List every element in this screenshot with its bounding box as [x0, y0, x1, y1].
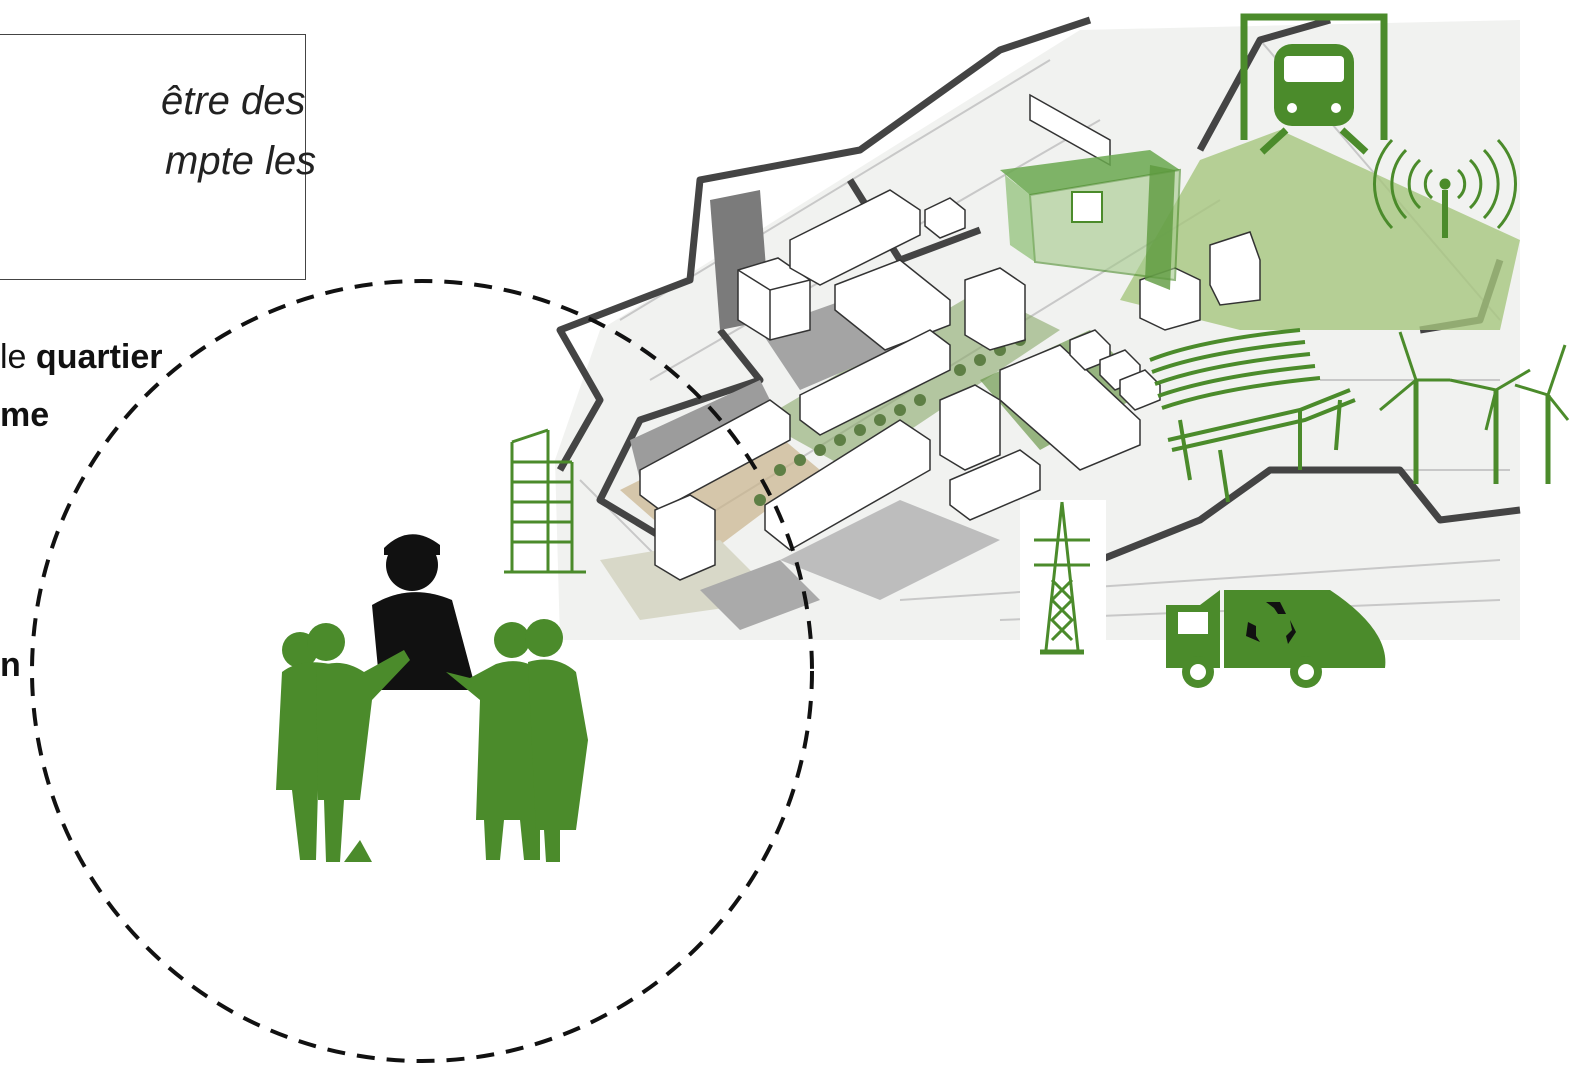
stakeholders-silhouettes [276, 534, 588, 862]
body-text-line-2: me [0, 396, 49, 435]
stakeholder-circle [30, 279, 814, 1063]
body-text-prefix: le [0, 338, 36, 376]
quote-box: être des mpte les [0, 34, 316, 280]
body-text-line-1: le quartier [0, 338, 163, 377]
urban-plan-illustration [555, 16, 1521, 640]
antenna-icon [1373, 138, 1517, 238]
pylon-icon [1020, 500, 1106, 660]
body-text-line-3: n [0, 646, 21, 685]
body-text-bold-quartier: quartier [35, 338, 163, 376]
recycling-truck-icon [1166, 590, 1386, 688]
bench-icon [1149, 328, 1356, 503]
bus-shelter-icon [1000, 150, 1182, 290]
body-text-bold-n: n [0, 646, 21, 684]
quote-line-2: mpte les [165, 139, 317, 183]
train-icon [1240, 13, 1388, 155]
body-text-bold-me: me [0, 396, 50, 434]
wind-turbines-icon [1379, 331, 1570, 484]
quote-line-1: être des [161, 79, 306, 123]
building-section-icon [504, 428, 586, 574]
